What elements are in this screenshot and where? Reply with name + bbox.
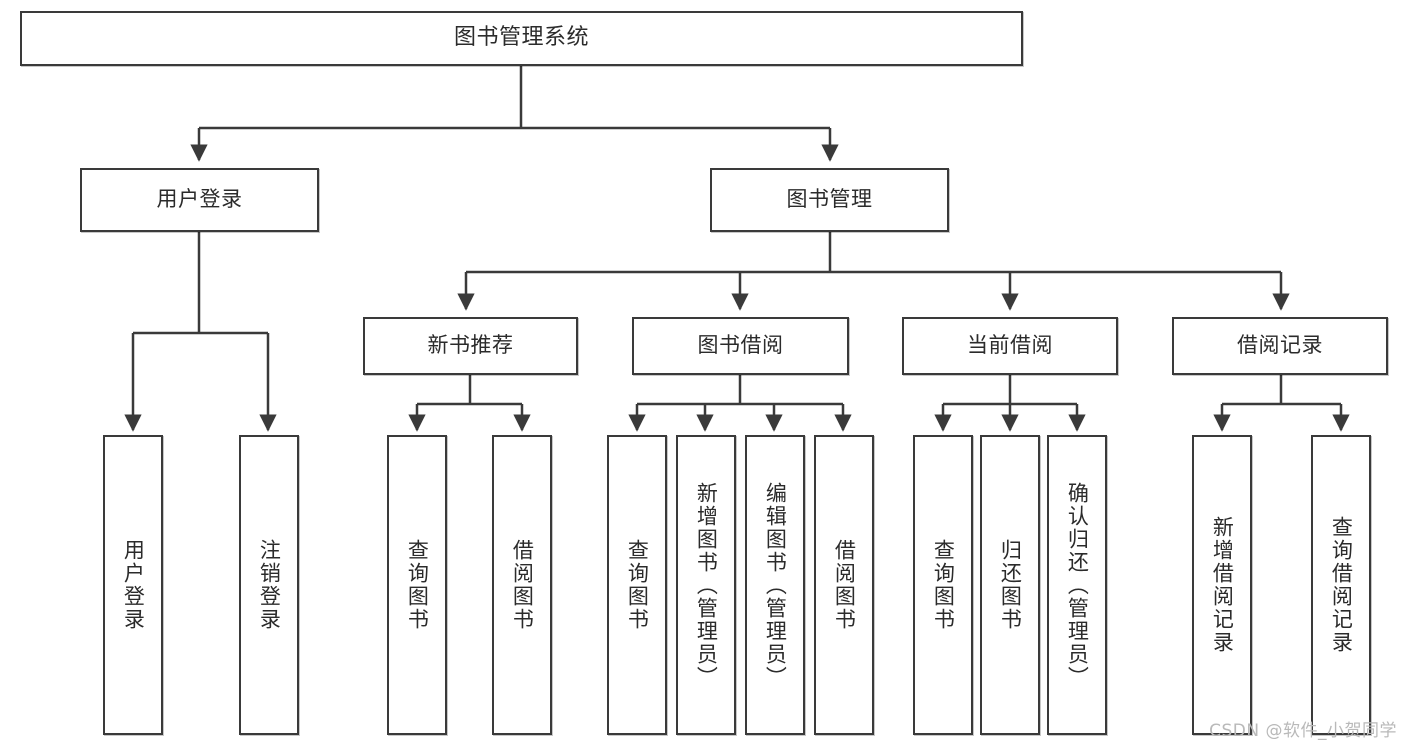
leaf-user-login-logout[interactable]: 注销登录: [239, 435, 299, 735]
node-user-login[interactable]: 用户登录: [80, 168, 319, 232]
node-label: 新书推荐: [427, 333, 514, 358]
leaf-book-borrow-borrow-book[interactable]: 借阅图书: [814, 435, 874, 735]
node-book-borrow[interactable]: 图书借阅: [632, 317, 849, 375]
node-label: 借阅图书: [832, 539, 857, 631]
node-label: 借阅图书: [510, 539, 535, 631]
node-borrow-record[interactable]: 借阅记录: [1172, 317, 1388, 375]
node-label: 查询图书: [405, 539, 430, 631]
node-label: 确认归还（管理员）: [1065, 481, 1090, 689]
leaf-book-borrow-add-book-admin[interactable]: 新增图书（管理员）: [676, 435, 736, 735]
node-label: 图书管理系统: [453, 25, 589, 51]
node-label: 查询图书: [625, 539, 650, 631]
leaf-borrow-record-query-record[interactable]: 查询借阅记录: [1311, 435, 1371, 735]
leaf-current-borrow-query-book[interactable]: 查询图书: [913, 435, 973, 735]
node-label: 注销登录: [257, 539, 282, 631]
node-label: 查询图书: [931, 539, 956, 631]
leaf-current-borrow-confirm-return-admin[interactable]: 确认归还（管理员）: [1047, 435, 1107, 735]
node-label: 编辑图书（管理员）: [763, 481, 788, 689]
watermark-text: CSDN @软件_小贺同学: [1209, 721, 1397, 741]
node-label: 用户登录: [156, 187, 243, 212]
node-new-book-recommend[interactable]: 新书推荐: [363, 317, 578, 375]
node-label: 图书管理: [786, 187, 873, 212]
leaf-book-borrow-query-book[interactable]: 查询图书: [607, 435, 667, 735]
leaf-book-borrow-edit-book-admin[interactable]: 编辑图书（管理员）: [745, 435, 805, 735]
leaf-user-login-login[interactable]: 用户登录: [103, 435, 163, 735]
leaf-borrow-record-add-record[interactable]: 新增借阅记录: [1192, 435, 1252, 735]
leaf-current-borrow-return-book[interactable]: 归还图书: [980, 435, 1040, 735]
node-label: 新增图书（管理员）: [694, 481, 719, 689]
leaf-new-book-borrow-book[interactable]: 借阅图书: [492, 435, 552, 735]
node-label: 借阅记录: [1237, 333, 1323, 358]
node-label: 当前借阅: [967, 333, 1053, 358]
node-label: 归还图书: [998, 539, 1023, 631]
node-root-system[interactable]: 图书管理系统: [20, 11, 1023, 66]
node-label: 图书借阅: [697, 333, 784, 358]
leaf-new-book-query-book[interactable]: 查询图书: [387, 435, 447, 735]
node-label: 新增借阅记录: [1210, 516, 1235, 654]
node-label: 用户登录: [121, 539, 146, 631]
node-current-borrow[interactable]: 当前借阅: [902, 317, 1118, 375]
node-book-management[interactable]: 图书管理: [710, 168, 949, 232]
node-label: 查询借阅记录: [1329, 516, 1354, 654]
